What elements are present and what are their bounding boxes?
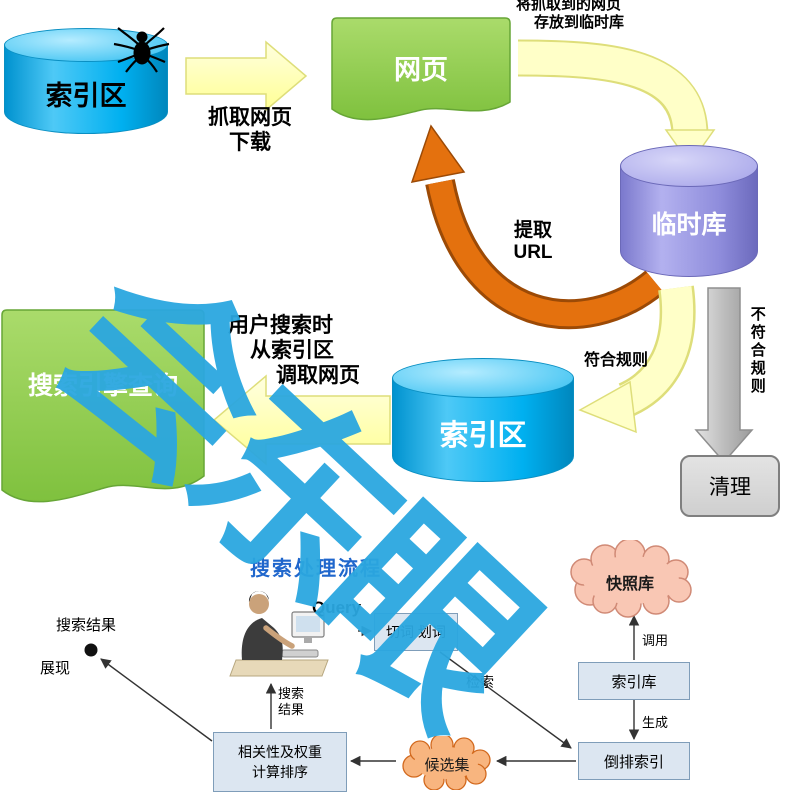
store-note-line1: 将抓取到的网页 <box>516 0 622 13</box>
arrow-extract-url-head <box>410 124 466 183</box>
result-display-line1: 搜索结果 <box>56 617 117 634</box>
arrow-crawl-right <box>185 40 308 112</box>
arrow-not-match-down <box>694 287 754 464</box>
search-result-line1: 搜索 <box>278 686 305 701</box>
index-db-cylinder: 索引区 <box>392 358 574 482</box>
extract-url-note: 提取 URL <box>498 220 568 265</box>
user-at-computer-illustration <box>226 584 338 680</box>
arrow-segmentation-to-inverted <box>439 651 572 749</box>
ranking-label-line1: 相关性及权重 <box>238 744 322 760</box>
cylinder-top <box>392 358 574 398</box>
match-rule-label: 符合规则 <box>584 352 649 369</box>
not-match-rule-label: 不符合规则 <box>748 306 766 396</box>
result-display-line2: 展现 <box>40 660 71 677</box>
arrow-match-rule <box>619 285 694 415</box>
segmentation-label: 切词 划词 <box>386 624 446 640</box>
spider-icon <box>112 22 170 74</box>
search-query-doc: 搜索引擎查询 <box>0 308 206 512</box>
arrow-match-rule-head <box>578 380 637 434</box>
temp-db-cylinder: 临时库 <box>620 145 758 277</box>
query-label: Query <box>312 598 362 617</box>
temp-db-label: 临时库 <box>651 211 727 239</box>
extract-note-line2: URL <box>513 242 553 264</box>
inverted-index-label: 倒排索引 <box>603 753 664 771</box>
arrow-webpage-to-tempdb <box>517 41 707 136</box>
mid-note-line3: 调取网页 <box>276 363 360 387</box>
inverted-index-box: 倒排索引 <box>578 742 690 780</box>
result-display-label: 搜索结果 展现 <box>40 614 116 678</box>
index-store-box: 索引库 <box>578 662 690 700</box>
webpage-label: 网页 <box>394 55 448 85</box>
store-note-line2: 存放到临时库 <box>534 13 625 31</box>
index-db-label: 索引区 <box>439 420 527 452</box>
call-label: 调用 <box>642 633 669 648</box>
arrow-ranking-to-result-display <box>100 658 213 742</box>
mid-note: 用户搜索时 从索引区 调取网页 <box>228 314 418 388</box>
result-display-dot <box>84 643 98 657</box>
store-note: 将抓取到的网页 存放到临时库 <box>516 0 716 31</box>
crawl-note: 抓取网页 下载 <box>188 106 312 156</box>
webpage-doc: 网页 <box>330 16 512 134</box>
bottom-flow-title: 搜索处理流程 <box>250 558 382 580</box>
search-result-label: 搜索 结果 <box>278 686 304 719</box>
source-index-db-label: 索引区 <box>45 81 127 111</box>
mid-note-line2: 从索引区 <box>250 338 334 362</box>
ranking-box: 相关性及权重 计算排序 <box>213 732 347 792</box>
retrieve-label: 检索 <box>466 674 494 690</box>
clean-label: 清理 <box>709 476 751 499</box>
mid-note-line1: 用户搜索时 <box>228 314 333 337</box>
arrow-index-to-query <box>212 374 391 466</box>
crawl-note-line1: 抓取网页 <box>208 106 292 129</box>
snapshot-cloud-label: 快照库 <box>605 576 654 593</box>
snapshot-cloud: 快照库 <box>560 540 700 618</box>
index-store-label: 索引库 <box>611 673 657 691</box>
search-result-line2: 结果 <box>278 702 305 718</box>
candidate-set-label: 候选集 <box>424 757 470 774</box>
clean-box: 清理 <box>680 455 780 517</box>
generate-label: 生成 <box>642 715 669 730</box>
extract-note-line1: 提取 <box>513 220 552 241</box>
segmentation-box: 切词 划词 <box>374 613 458 651</box>
arrow-extract-url <box>428 179 663 327</box>
search-query-label: 搜索引擎查询 <box>27 372 178 400</box>
cylinder-top <box>620 145 758 187</box>
crawl-note-line2: 下载 <box>229 130 271 154</box>
ranking-label-line2: 计算排序 <box>252 764 308 780</box>
candidate-set-cloud: 候选集 <box>398 736 496 790</box>
